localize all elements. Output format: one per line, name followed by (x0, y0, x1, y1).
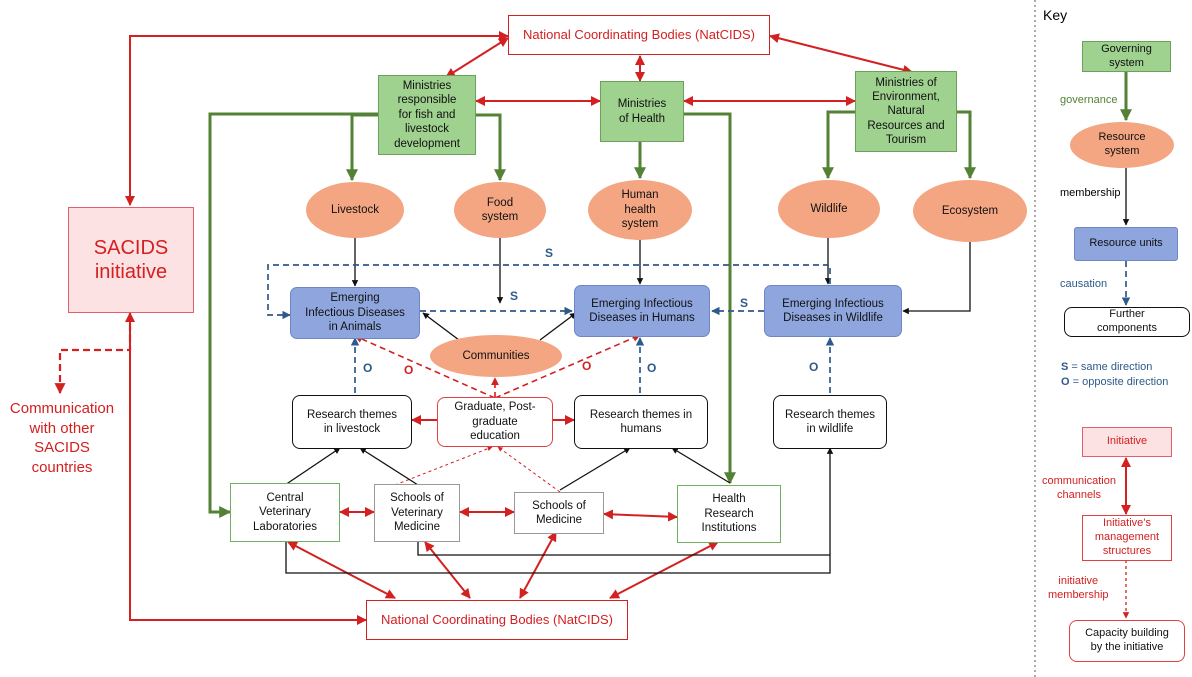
schools-of-medicine: Schools of Medicine (514, 492, 604, 534)
communication-other-countries: Communication with other SACIDS countrie… (9, 400, 115, 476)
key-initiative: Initiative (1082, 427, 1172, 457)
key-communication-channels-label: communication channels (1042, 475, 1116, 502)
eid-animals: Emerging Infectious Diseases in Animals (290, 287, 420, 339)
link-som-hri (603, 509, 678, 522)
research-themes-wildlife: Research themes in wildlife (773, 395, 887, 449)
key-s-letter: S (1061, 361, 1069, 373)
ministries-environment: Ministries of Environment, Natural Resou… (855, 71, 957, 152)
natcids-bottom: National Coordinating Bodies (NatCIDS) (366, 600, 628, 640)
livestock-ellipse: Livestock (306, 182, 404, 238)
key-membership-label: membership (1060, 187, 1121, 199)
link-natcids-bottom-svm (424, 541, 471, 599)
key-resource-units: Resource units (1074, 227, 1178, 261)
label-opposite-direction: O (582, 359, 592, 373)
key-further-components: Further components (1064, 307, 1190, 337)
label-opposite-direction: O (363, 361, 373, 375)
link-sacids-natcids-bottom (125, 312, 367, 625)
link-sacids-external (54, 313, 132, 395)
key-s-definition: S = same direction (1061, 360, 1152, 374)
link-natcids-bottom-hri (609, 541, 719, 599)
label-same-direction: S (510, 289, 519, 303)
health-research-institutions: Health Research Institutions (677, 485, 781, 543)
label-opposite-direction: O (809, 360, 819, 374)
link-natcids-bottom-som (519, 531, 557, 599)
ministries-health: Ministries of Health (600, 81, 684, 142)
label-same-direction: S (545, 246, 554, 260)
ecosystem-ellipse: Ecosystem (913, 180, 1027, 242)
resource-links (284, 237, 971, 574)
label-same-direction: S (740, 296, 749, 310)
natcids-top: National Coordinating Bodies (NatCIDS) (508, 15, 770, 55)
communication-links (125, 31, 913, 625)
link-natcids-top-min-env (769, 33, 913, 75)
key-governing-system: Governing system (1082, 41, 1171, 72)
key-o-letter: O (1061, 376, 1070, 388)
key-causation-label: causation (1060, 278, 1108, 290)
capacity-links (394, 446, 561, 493)
key-initiative-membership-label: initiative membership (1048, 575, 1109, 602)
research-themes-humans: Research themes in humans (574, 395, 708, 449)
eid-wildlife: Emerging Infectious Diseases in Wildlife (764, 285, 902, 337)
link-natcids-top-sacids (125, 31, 509, 206)
key-title: Key (1043, 7, 1068, 23)
schools-veterinary-medicine: Schools of Veterinary Medicine (374, 484, 460, 542)
causation-links (267, 264, 835, 393)
sacids-initiative: SACIDS initiative (68, 207, 194, 313)
label-opposite-direction: O (404, 363, 414, 377)
ministries-fish-livestock: Ministries responsible for fish and live… (378, 75, 476, 155)
link-natcids-bottom-cvl (287, 541, 396, 599)
link-natcids-top-min-fish (445, 37, 509, 78)
human-health-ellipse: Human health system (588, 180, 692, 240)
label-opposite-direction: O (647, 361, 657, 375)
key-resource-system: Resource system (1070, 122, 1174, 168)
key-governance-label: governance (1060, 94, 1118, 106)
key-management-structures: Initiative’s management structures (1082, 515, 1172, 561)
food-system-ellipse: Food system (454, 182, 546, 238)
governance-links (208, 110, 976, 518)
membership-links (354, 334, 641, 399)
eid-humans: Emerging Infectious Diseases in Humans (574, 285, 710, 337)
communities-ellipse: Communities (430, 335, 562, 377)
central-veterinary-labs: Central Veterinary Laboratories (230, 483, 340, 542)
graduate-education: Graduate, Post- graduate education (437, 397, 553, 447)
wildlife-ellipse: Wildlife (778, 180, 880, 238)
research-themes-livestock: Research themes in livestock (292, 395, 412, 449)
key-o-text: = opposite direction (1069, 376, 1169, 388)
key-s-text: = same direction (1068, 361, 1153, 373)
key-o-definition: O = opposite direction (1061, 375, 1168, 389)
key-capacity-building: Capacity building by the initiative (1069, 620, 1185, 662)
